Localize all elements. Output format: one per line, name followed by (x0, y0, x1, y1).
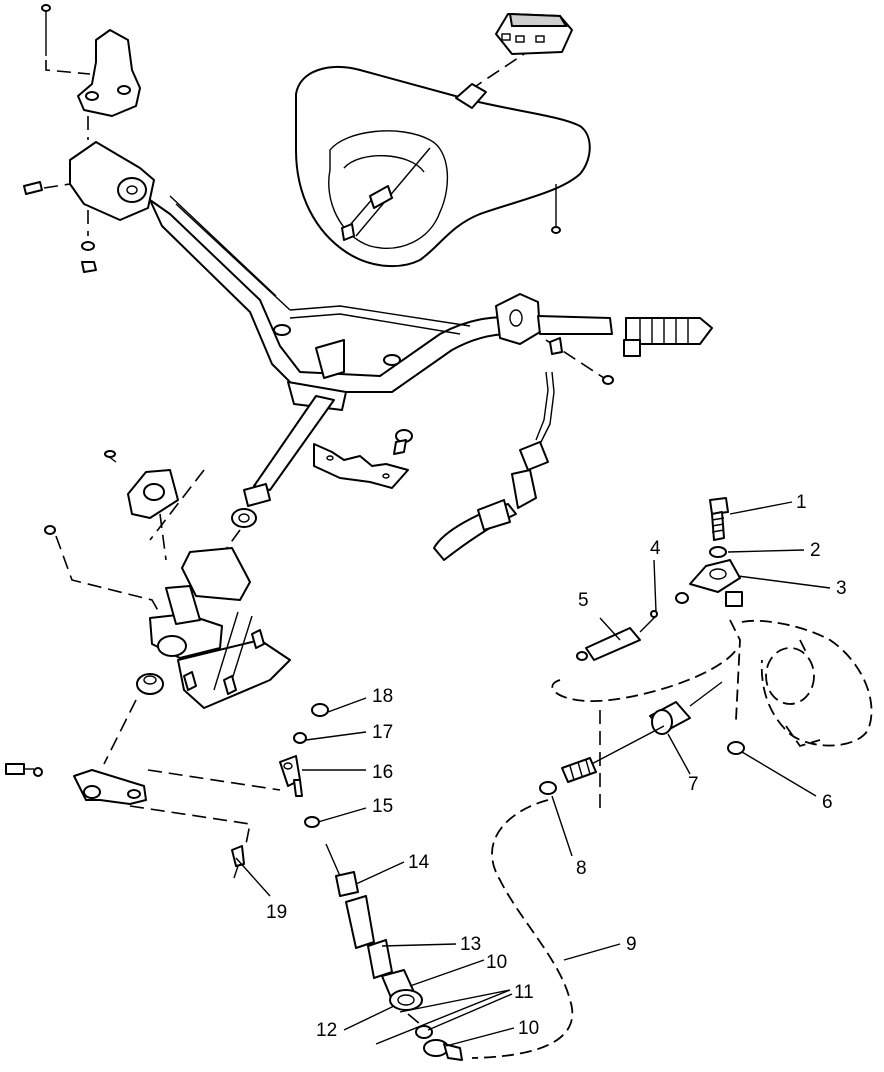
callout-5: 5 (578, 590, 589, 611)
pitman-arm (5, 763, 281, 879)
middle-cable (539, 681, 723, 795)
tether-cord (433, 371, 555, 561)
callout-17: 17 (372, 722, 393, 743)
callout-6: 6 (822, 792, 833, 813)
callout-11: 11 (514, 982, 534, 1003)
upper-cable (576, 610, 658, 661)
callout-7: 7 (688, 774, 699, 795)
callout-13: 13 (460, 934, 481, 955)
rod-end (675, 497, 745, 755)
cover-bracket (313, 429, 413, 489)
callout-labels: 1 2 3 4 5 6 7 8 9 10 10 11 12 13 14 15 1… (266, 492, 847, 1041)
callout-8: 8 (576, 858, 587, 879)
mount-plate (104, 450, 205, 561)
callout-10-lower: 10 (518, 1018, 539, 1039)
column-support (44, 525, 291, 765)
throttle-housing (23, 116, 155, 273)
callout-15: 15 (372, 796, 393, 817)
callout-12: 12 (316, 1020, 337, 1041)
callout-16: 16 (372, 762, 393, 783)
right-grip-assembly (495, 293, 713, 385)
callout-4: 4 (650, 538, 661, 559)
callout-2: 2 (810, 540, 821, 561)
callout-18: 18 (372, 686, 393, 707)
hood-panel (295, 49, 591, 268)
tie-rod-linkage (279, 703, 329, 828)
steering-post (217, 381, 347, 561)
leader-lines (235, 501, 831, 1047)
callout-1: 1 (796, 492, 807, 513)
callout-9: 9 (626, 934, 637, 955)
callout-3: 3 (836, 578, 847, 599)
callout-19: 19 (266, 902, 287, 923)
callout-10-upper: 10 (486, 952, 507, 973)
lower-cable-assembly (325, 843, 463, 1061)
gauge-pod (495, 12, 573, 55)
callout-14: 14 (408, 852, 430, 873)
upper-mount-bracket (41, 4, 141, 117)
